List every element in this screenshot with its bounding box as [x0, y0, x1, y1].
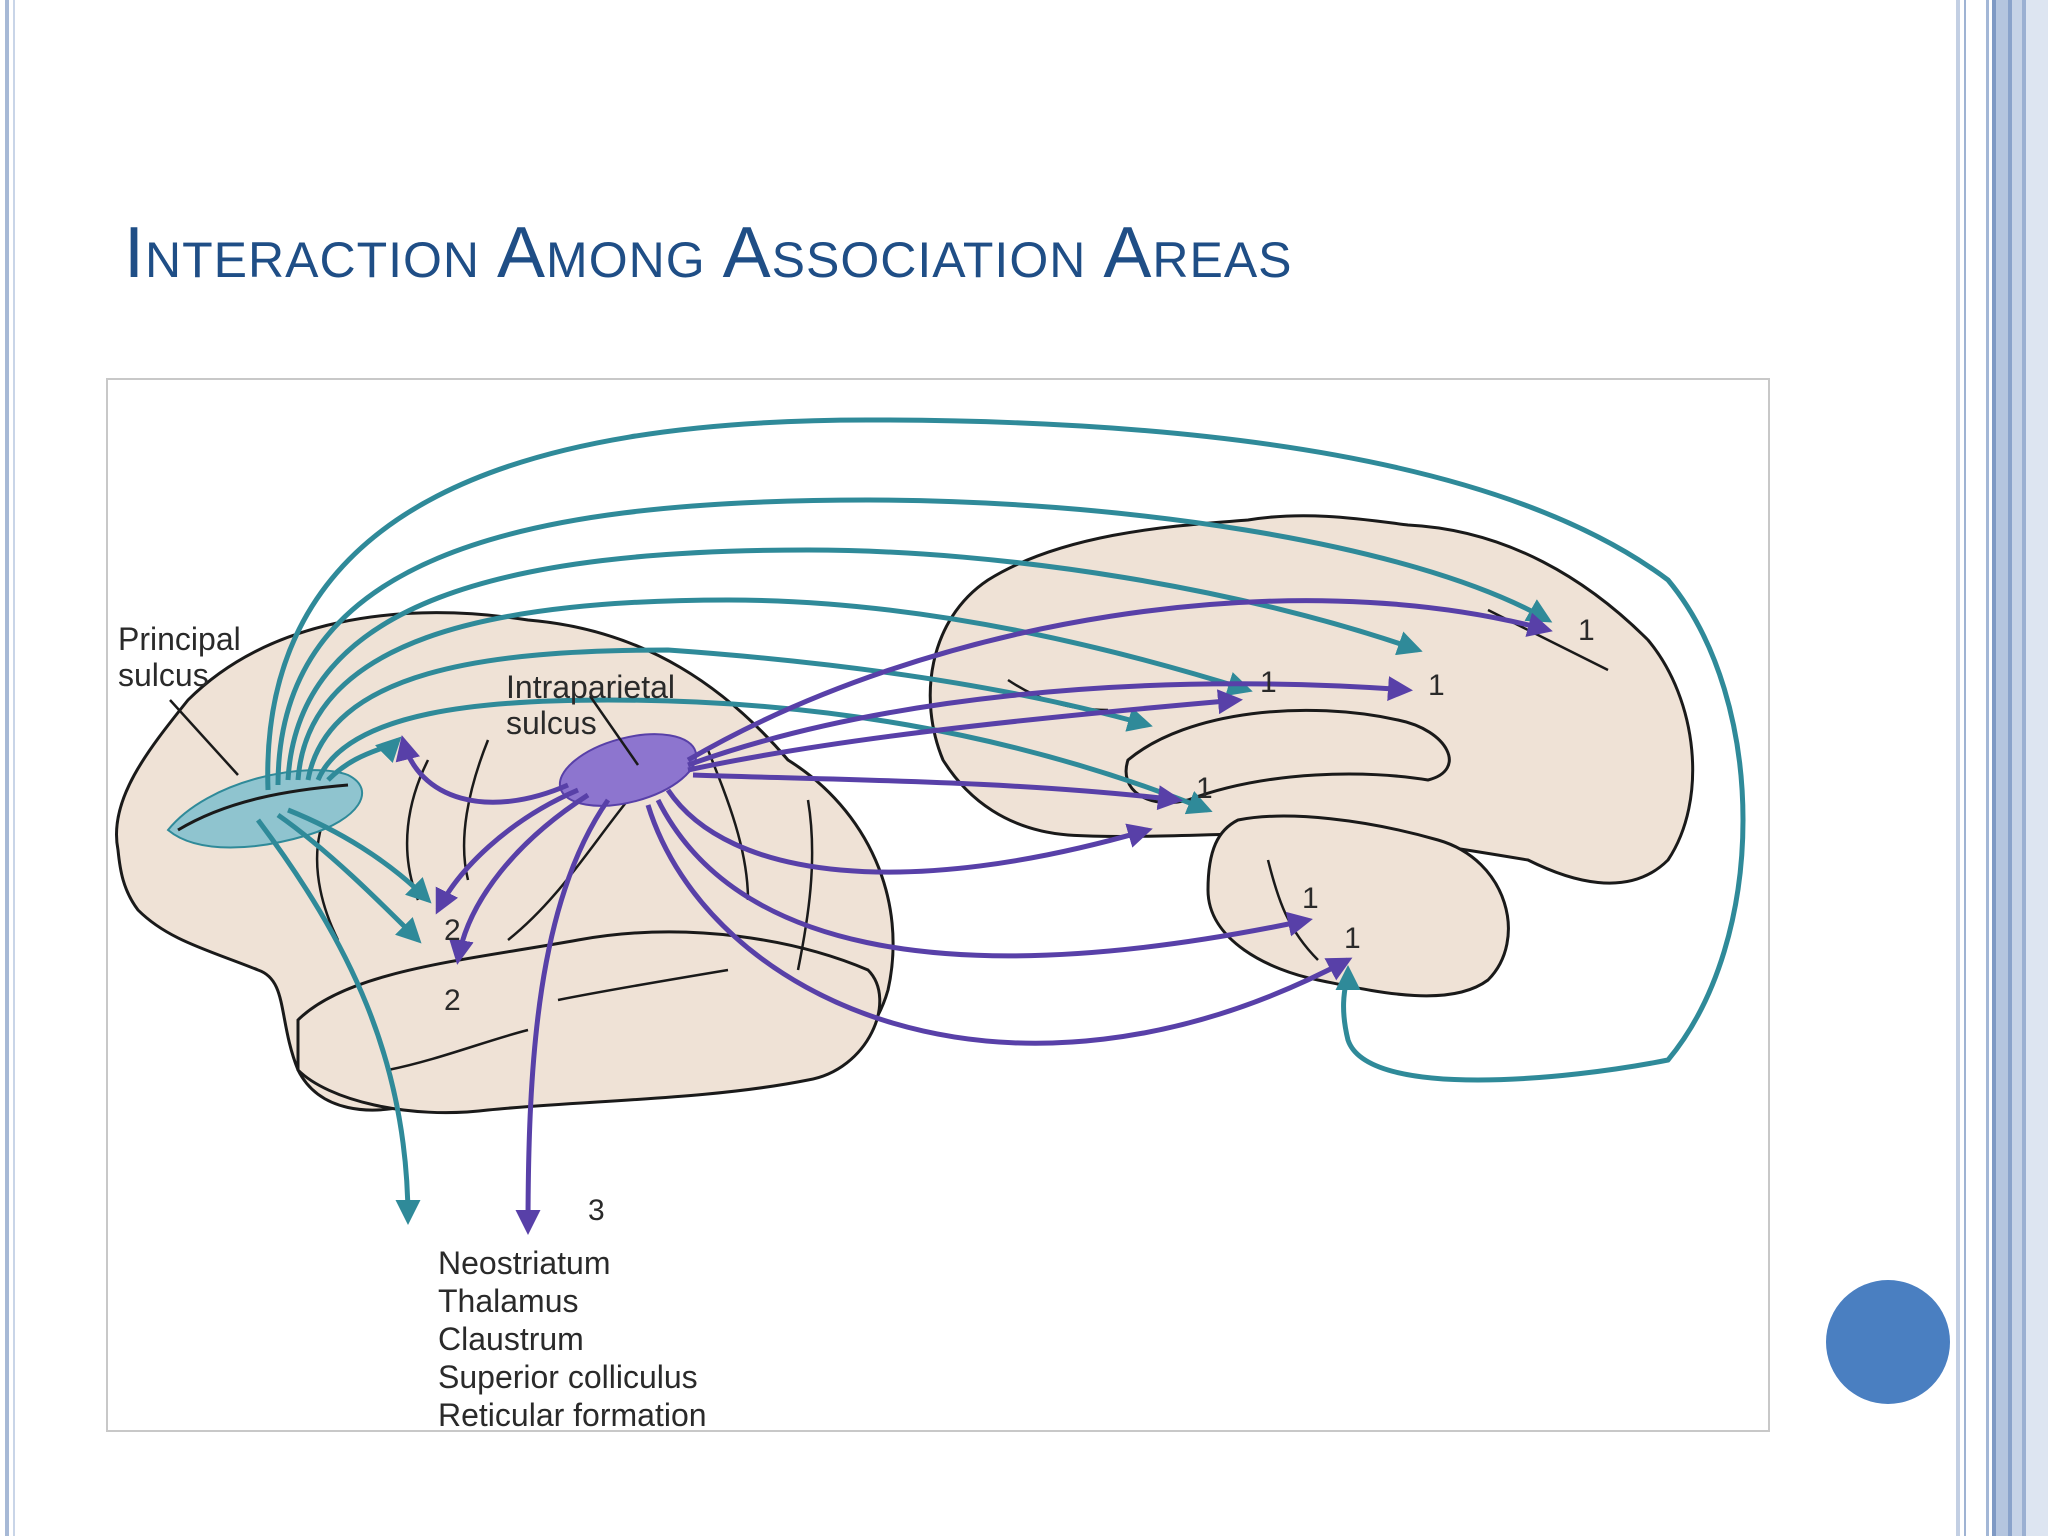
prefrontal-pathways [255, 417, 1746, 1225]
brain-diagram-svg: Principal sulcus Intraparietal sulcus 1 … [115, 417, 1746, 1433]
medial-brain-shape [928, 514, 1695, 885]
target-1-label: 1 [1428, 669, 1445, 702]
principal-sulcus-line [177, 783, 349, 832]
leader-lines [169, 695, 640, 776]
association-areas-diagram: Principal sulcus Intraparietal sulcus 1 … [106, 378, 1770, 1433]
subcortical-target: Thalamus [438, 1283, 579, 1319]
intraparietal-label-1: Intraparietal [506, 669, 675, 705]
intraparietal-label-2: sulcus [506, 705, 597, 741]
subcortical-target: Reticular formation [438, 1397, 707, 1433]
target-1-label: 1 [1578, 614, 1595, 647]
circle-button-icon[interactable] [1826, 1280, 1950, 1404]
target-1-label: 1 [1260, 666, 1277, 699]
target-1-label: 1 [1196, 772, 1213, 805]
target-1-label: 1 [1302, 882, 1319, 915]
subcortical-target: Neostriatum [438, 1245, 611, 1281]
subcortical-target: Superior colliculus [438, 1359, 698, 1395]
target-2-label: 2 [444, 914, 461, 947]
principal-sulcus-label-1: Principal [118, 621, 241, 657]
medial-temporal-shape [1206, 814, 1510, 998]
slide-title: Interaction Among Association Areas [124, 213, 1293, 293]
principal-sulcus-label-2: sulcus [118, 657, 209, 693]
left-decorative-rule [0, 0, 20, 1536]
target-3-label: 3 [588, 1194, 605, 1227]
target-2-label: 2 [444, 984, 461, 1017]
subcortical-target: Claustrum [438, 1321, 584, 1357]
target-1-label: 1 [1344, 922, 1361, 955]
right-decorative-border [1956, 0, 2048, 1536]
parietal-pathways [395, 598, 1553, 1235]
temporal-lobe-shape [296, 930, 882, 1115]
